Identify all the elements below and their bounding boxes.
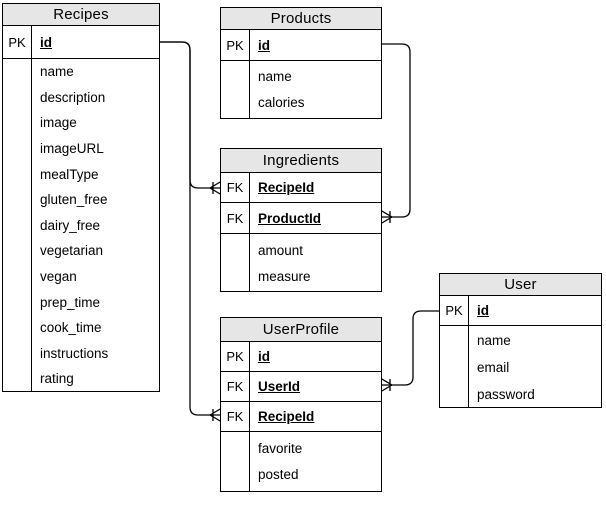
key-field: RecipeId bbox=[258, 180, 315, 195]
key-column-spacer bbox=[440, 326, 469, 407]
entity-ingredients-title: Ingredients bbox=[221, 149, 381, 173]
key-tag: FK bbox=[221, 173, 250, 202]
key-row: FK RecipeId bbox=[221, 402, 381, 432]
attribute: name bbox=[258, 68, 292, 84]
key-tag: PK bbox=[440, 296, 469, 325]
key-row: PK id bbox=[440, 296, 601, 326]
attribute: name bbox=[477, 333, 511, 348]
attribute-body: amount measure bbox=[221, 234, 381, 291]
attribute: mealType bbox=[40, 166, 99, 182]
crowfoot-many-marker bbox=[209, 407, 222, 423]
key-column-spacer bbox=[3, 59, 32, 391]
attribute: vegetarian bbox=[40, 243, 104, 259]
key-row: FK RecipeId bbox=[221, 173, 381, 203]
key-field: id bbox=[477, 303, 489, 318]
attribute: description bbox=[40, 89, 106, 105]
key-row: PK id bbox=[3, 26, 159, 59]
attribute: dairy_free bbox=[40, 217, 101, 233]
attribute: favorite bbox=[258, 440, 303, 456]
attribute-body: name calories bbox=[221, 61, 381, 118]
relationship-line-recipes-userprofile bbox=[160, 41, 210, 416]
entity-user: User PK id name email password bbox=[439, 273, 602, 408]
entity-userprofile: UserProfile PK id FK UserId FK RecipeId … bbox=[220, 317, 382, 492]
key-column-spacer bbox=[221, 432, 250, 491]
attribute: image bbox=[40, 115, 77, 131]
key-field: ProductId bbox=[258, 210, 321, 226]
key-tag: FK bbox=[221, 372, 250, 401]
key-tag: FK bbox=[221, 203, 250, 233]
key-tag: PK bbox=[221, 342, 250, 371]
key-field: id bbox=[258, 349, 270, 364]
entity-recipes: Recipes PK id name description image ima… bbox=[2, 3, 160, 392]
crowfoot-many-marker bbox=[380, 209, 393, 225]
entity-ingredients: Ingredients FK RecipeId FK ProductId amo… bbox=[220, 148, 382, 292]
attribute: amount bbox=[258, 242, 304, 258]
attribute: prep_time bbox=[40, 294, 101, 310]
attribute: email bbox=[477, 360, 510, 375]
key-column-spacer bbox=[221, 234, 250, 291]
crowfoot-many-marker bbox=[209, 180, 222, 196]
attribute: gluten_free bbox=[40, 192, 108, 208]
entity-products-title: Products bbox=[221, 8, 381, 30]
attribute: password bbox=[477, 387, 535, 402]
attribute: name bbox=[40, 64, 74, 80]
relationship-line-products-ingredients bbox=[382, 43, 411, 218]
key-field: RecipeId bbox=[258, 409, 315, 424]
attribute: vegan bbox=[40, 269, 77, 285]
attribute-body: favorite posted bbox=[221, 432, 381, 491]
entity-products: Products PK id name calories bbox=[220, 7, 382, 119]
attribute: imageURL bbox=[40, 141, 104, 157]
key-field: id bbox=[40, 34, 52, 50]
key-tag: PK bbox=[221, 30, 250, 60]
attribute-body: name description image imageURL mealType… bbox=[3, 59, 159, 391]
attribute: measure bbox=[258, 268, 311, 284]
key-tag: PK bbox=[3, 26, 32, 58]
key-tag: FK bbox=[221, 402, 250, 431]
attribute: posted bbox=[258, 466, 299, 482]
key-field: id bbox=[258, 37, 270, 53]
attribute: instructions bbox=[40, 345, 109, 361]
relationship-line-user-userprofile bbox=[392, 310, 439, 386]
entity-user-title: User bbox=[440, 274, 601, 296]
key-column-spacer bbox=[221, 61, 250, 118]
attribute-body: name email password bbox=[440, 326, 601, 407]
key-row: PK id bbox=[221, 342, 381, 372]
attribute: rating bbox=[40, 371, 74, 387]
entity-userprofile-title: UserProfile bbox=[221, 318, 381, 342]
key-row: FK ProductId bbox=[221, 203, 381, 234]
key-row: PK id bbox=[221, 30, 381, 61]
crowfoot-many-marker bbox=[380, 377, 393, 393]
key-field: UserId bbox=[258, 379, 301, 394]
key-row: FK UserId bbox=[221, 372, 381, 402]
entity-recipes-title: Recipes bbox=[3, 4, 159, 26]
attribute: calories bbox=[258, 94, 305, 110]
attribute: cook_time bbox=[40, 320, 102, 336]
relationship-line-recipes-ingredients bbox=[160, 41, 210, 189]
